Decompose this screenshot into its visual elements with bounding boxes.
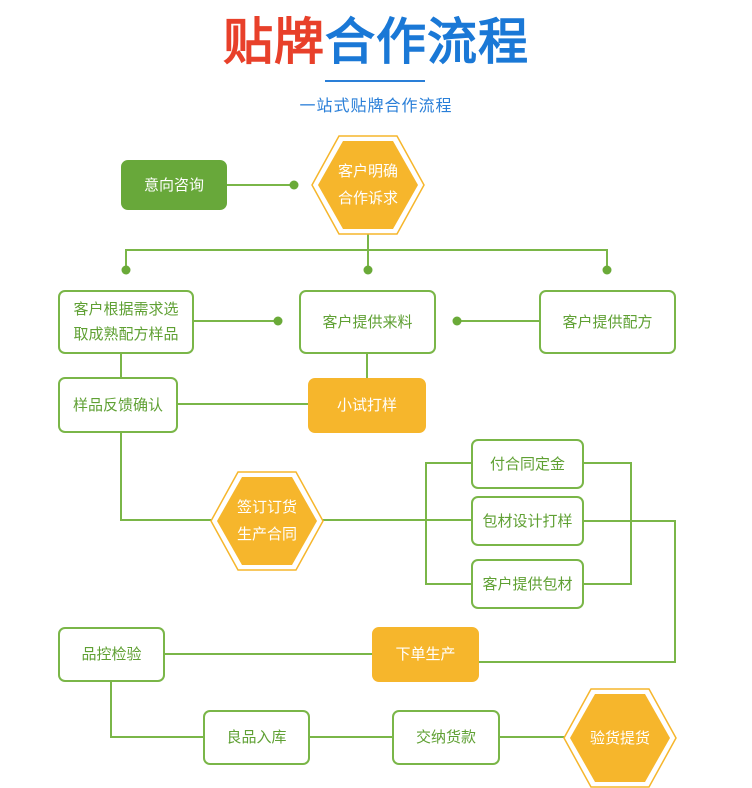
page-subtitle: 一站式贴牌合作流程	[299, 96, 453, 115]
step-provide-packaging: 客户提供包材	[471, 559, 584, 609]
connector-feedback-contract	[120, 432, 212, 521]
step-provide-material-label: 客户提供来料	[322, 312, 413, 331]
connector-right-bracket	[583, 462, 632, 585]
step-clarify-hexagon: 客户明确 合作诉求	[311, 135, 425, 235]
connector-dot	[289, 180, 299, 190]
connector-packaging-order	[478, 520, 676, 663]
hexagon-shape	[311, 135, 425, 235]
step-warehousing-label: 良品入库	[226, 728, 287, 746]
step-quality-check-label: 品控检验	[81, 645, 142, 663]
step-sample-feedback: 样品反馈确认	[58, 377, 178, 433]
connector-distribution-bar	[125, 249, 608, 270]
step-packaging-design-label: 包材设计打样	[482, 511, 573, 530]
step-select-sample: 客户根据需求选 取成熟配方样品	[58, 290, 194, 354]
step-quality-check: 品控检验	[58, 627, 165, 682]
step-trial-sample-label: 小试打样	[336, 396, 397, 414]
step-pay-deposit-label: 付合同定金	[489, 454, 565, 473]
connector-dot	[273, 316, 283, 326]
title-divider	[325, 80, 425, 82]
hexagon-shape	[563, 688, 677, 788]
step-provide-formula: 客户提供配方	[539, 290, 676, 354]
step-sign-contract-hexagon: 签订订货 生产合同	[210, 471, 324, 571]
step-place-order: 下单生产	[372, 627, 479, 682]
step-trial-sample: 小试打样	[308, 378, 426, 433]
connector-dot	[602, 265, 612, 275]
step-sample-feedback-label: 样品反馈确认	[72, 395, 163, 414]
step-sign-contract-label: 签订订货 生产合同	[236, 498, 297, 543]
step-clarify-label: 客户明确 合作诉求	[337, 162, 398, 207]
connector-quality-warehousing	[110, 681, 204, 738]
title-blue-part: 合作流程	[325, 13, 529, 71]
hexagon-shape	[210, 471, 324, 571]
step-provide-packaging-label: 客户提供包材	[482, 574, 573, 593]
step-delivery-hexagon: 验货提货	[563, 688, 677, 788]
connector-dot	[452, 316, 462, 326]
step-select-sample-label: 客户根据需求选 取成熟配方样品	[73, 300, 179, 343]
step-pay-deposit: 付合同定金	[471, 439, 584, 489]
connector-lines	[110, 180, 676, 738]
step-delivery-label: 验货提货	[589, 728, 650, 747]
step-place-order-label: 下单生产	[395, 645, 456, 663]
step-inquiry-label: 意向咨询	[143, 175, 204, 194]
page-title: 贴牌合作流程	[0, 14, 752, 70]
connector-dot	[363, 265, 373, 275]
step-payment-label: 交纳货款	[415, 728, 476, 746]
step-provide-formula-label: 客户提供配方	[562, 312, 653, 331]
step-provide-material: 客户提供来料	[299, 290, 436, 354]
step-warehousing: 良品入库	[203, 710, 310, 765]
title-red-part: 贴牌	[223, 13, 325, 71]
connector-left-bracket	[425, 462, 472, 585]
step-payment: 交纳货款	[392, 710, 500, 765]
step-packaging-design: 包材设计打样	[471, 496, 584, 546]
connector-dot	[121, 265, 131, 275]
step-inquiry: 意向咨询	[121, 160, 227, 210]
